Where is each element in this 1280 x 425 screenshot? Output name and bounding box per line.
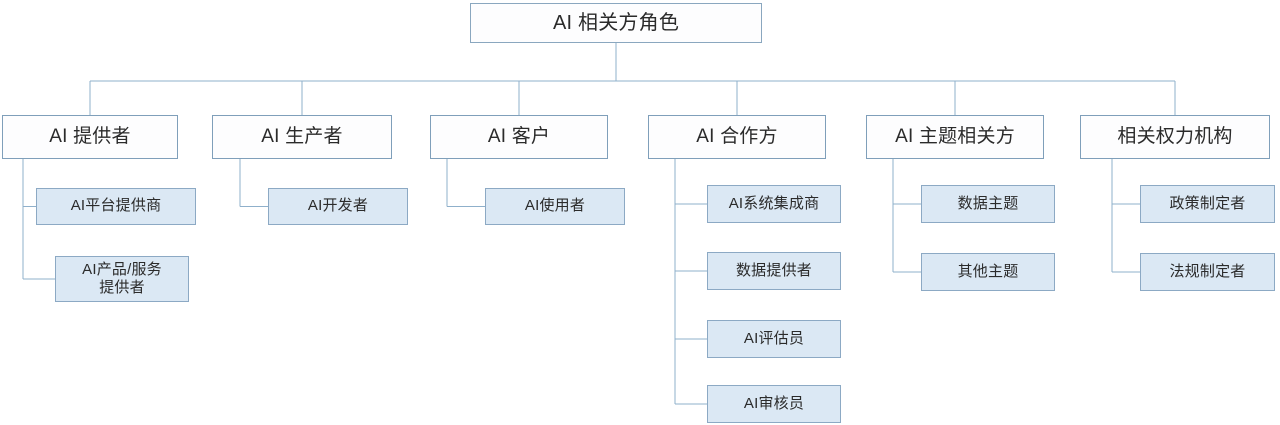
- branch-node-AI-客户[interactable]: AI 客户: [430, 115, 608, 159]
- branch-node-AI-合作方[interactable]: AI 合作方: [648, 115, 826, 159]
- leaf-node-数据主题[interactable]: 数据主题: [921, 185, 1055, 223]
- leaf-node-政策制定者[interactable]: 政策制定者: [1140, 185, 1275, 223]
- leaf-node-AI平台提供商[interactable]: AI平台提供商: [36, 188, 196, 225]
- leaf-node-AI开发者[interactable]: AI开发者: [268, 188, 408, 225]
- leaf-node-AI使用者[interactable]: AI使用者: [485, 188, 625, 225]
- branch-node-相关权力机构[interactable]: 相关权力机构: [1080, 115, 1270, 159]
- branch-node-AI-生产者[interactable]: AI 生产者: [212, 115, 392, 159]
- branch-node-AI-主题相关方[interactable]: AI 主题相关方: [866, 115, 1044, 159]
- leaf-node-AI产品-服务-提供者[interactable]: AI产品/服务 提供者: [55, 256, 189, 302]
- root-node-ai-stakeholder-roles[interactable]: AI 相关方角色: [470, 3, 762, 43]
- leaf-node-法规制定者[interactable]: 法规制定者: [1140, 253, 1275, 291]
- leaf-node-AI系统集成商[interactable]: AI系统集成商: [707, 185, 841, 223]
- leaf-node-数据提供者[interactable]: 数据提供者: [707, 252, 841, 290]
- branch-node-AI-提供者[interactable]: AI 提供者: [2, 115, 178, 159]
- leaf-node-AI评估员[interactable]: AI评估员: [707, 320, 841, 358]
- leaf-node-其他主题[interactable]: 其他主题: [921, 253, 1055, 291]
- leaf-node-AI审核员[interactable]: AI审核员: [707, 385, 841, 423]
